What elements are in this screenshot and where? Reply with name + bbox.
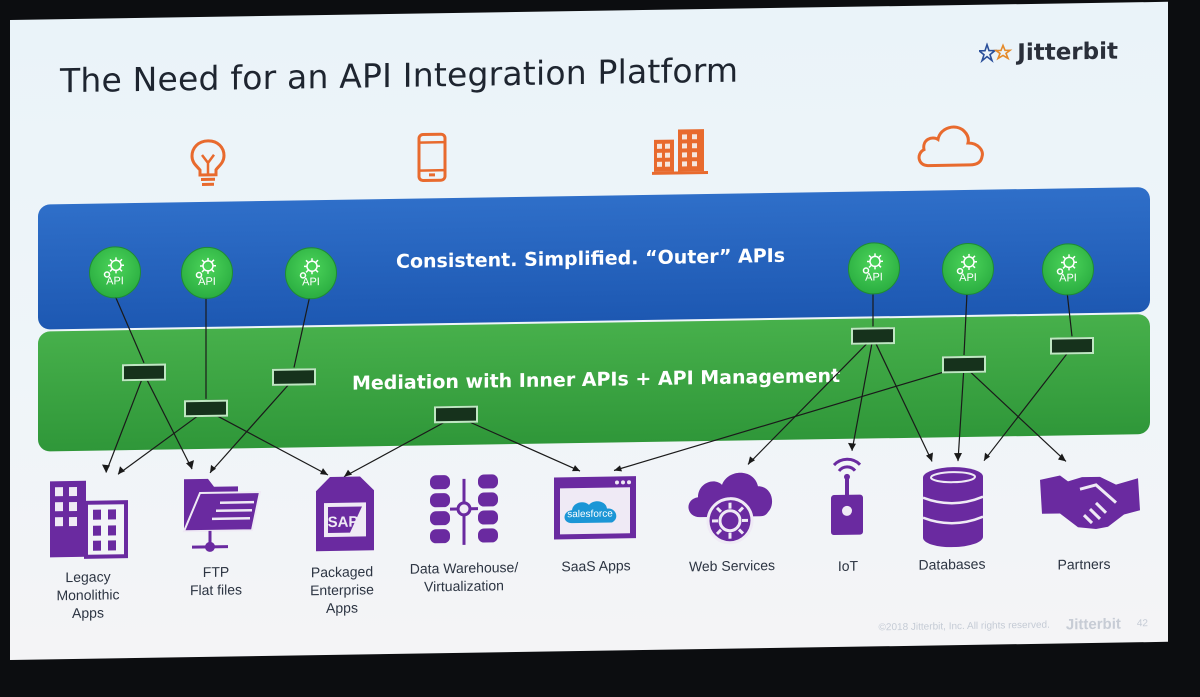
api-label: API xyxy=(106,275,124,288)
gear-icon xyxy=(956,253,977,275)
handshake-icon xyxy=(1040,475,1140,529)
slide: The Need for an API Integration Platform… xyxy=(10,1,1168,661)
partners-label: Partners xyxy=(1057,555,1111,573)
api-label: API xyxy=(198,275,216,289)
mediation-node xyxy=(1050,336,1094,355)
gear-icon xyxy=(299,258,320,279)
sap-box-icon: SAP xyxy=(316,476,374,552)
mediation-node xyxy=(942,355,986,374)
api-badge: API xyxy=(89,245,141,299)
api-badge: API xyxy=(181,246,233,300)
data-warehouse-icon xyxy=(430,474,498,545)
salesforce-window-icon: salesforce xyxy=(554,476,636,540)
api-badge: API xyxy=(285,246,337,300)
api-label: API xyxy=(865,271,883,284)
gear-icon xyxy=(1056,254,1077,275)
api-label: API xyxy=(1059,272,1077,285)
footer-brand: Jitterbit xyxy=(1065,615,1121,634)
cloud-icon xyxy=(917,125,984,168)
saas-apps-label: SaaS Apps xyxy=(561,557,631,575)
gear-icon xyxy=(103,257,124,278)
api-badge: API xyxy=(848,242,900,295)
ftp-label: FTP Flat files xyxy=(189,563,243,599)
connection-lines xyxy=(102,291,1073,478)
mediation-node xyxy=(122,363,166,382)
api-label: API xyxy=(959,271,977,285)
gear-icon xyxy=(195,257,216,279)
api-label: API xyxy=(302,276,320,289)
mobile-phone-icon xyxy=(417,132,447,183)
lightbulb-icon xyxy=(190,139,226,186)
packaged-apps-label: Packaged Enterprise Apps xyxy=(310,563,374,617)
page-number: 42 xyxy=(1136,618,1148,630)
databases-label: Databases xyxy=(918,555,986,573)
mediation-node xyxy=(851,327,895,345)
api-badge: API xyxy=(942,242,994,296)
database-icon xyxy=(922,467,984,548)
copyright-text: ©2018 Jitterbit, Inc. All rights reserve… xyxy=(878,619,1050,634)
iot-device-icon xyxy=(831,457,863,536)
mediation-node xyxy=(272,368,316,386)
sap-logo-text: SAP xyxy=(328,514,359,531)
jitterbit-star-icon xyxy=(979,42,1013,64)
mediation-node xyxy=(434,405,478,424)
buildings-icon xyxy=(652,129,708,175)
cloud-gear-icon xyxy=(688,472,773,545)
mediation-node xyxy=(184,399,228,418)
legacy-buildings-icon xyxy=(50,480,128,559)
gear-icon xyxy=(862,253,883,274)
data-warehouse-label: Data Warehouse/ Virtualization xyxy=(409,559,519,595)
api-badge: API xyxy=(1042,242,1094,296)
brand-logo: Jitterbit xyxy=(979,39,1118,67)
folder-icon xyxy=(182,478,262,552)
salesforce-logo-text: salesforce xyxy=(567,509,613,521)
legacy-apps-label: Legacy Monolithic Apps xyxy=(56,568,120,622)
